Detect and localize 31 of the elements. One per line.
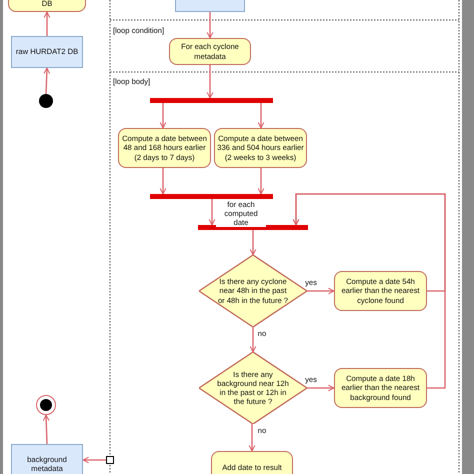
object-box: [11, 444, 83, 474]
arrow: [206, 12, 214, 38]
final-node: [36, 395, 56, 415]
activity-box: [169, 38, 251, 65]
arrow: [160, 103, 166, 128]
object-box: [11, 36, 83, 68]
output-pin: [106, 456, 114, 464]
arrow: [292, 193, 446, 389]
initial-node: [39, 94, 53, 108]
arrow: [82, 456, 106, 464]
activity-box: [214, 128, 307, 168]
arrow: [44, 12, 50, 36]
arrow: [248, 424, 256, 452]
fork-bar: [150, 194, 273, 199]
arrow: [250, 230, 256, 256]
arrow: [208, 199, 216, 226]
activity-box: [334, 271, 427, 311]
arrow: [258, 103, 264, 128]
fork-bar: [150, 98, 273, 103]
arrow: [206, 65, 214, 98]
decision-diamond: [199, 352, 307, 424]
arrow: [250, 327, 256, 352]
decision-diamond: [199, 255, 307, 327]
arrow: [307, 384, 334, 392]
arrow: [307, 288, 334, 294]
activity-box: [334, 368, 427, 408]
arrow: [42, 414, 50, 444]
arrow: [258, 168, 264, 194]
arrow: [160, 168, 166, 194]
activity-box: [118, 128, 211, 168]
arrow: [44, 68, 50, 94]
